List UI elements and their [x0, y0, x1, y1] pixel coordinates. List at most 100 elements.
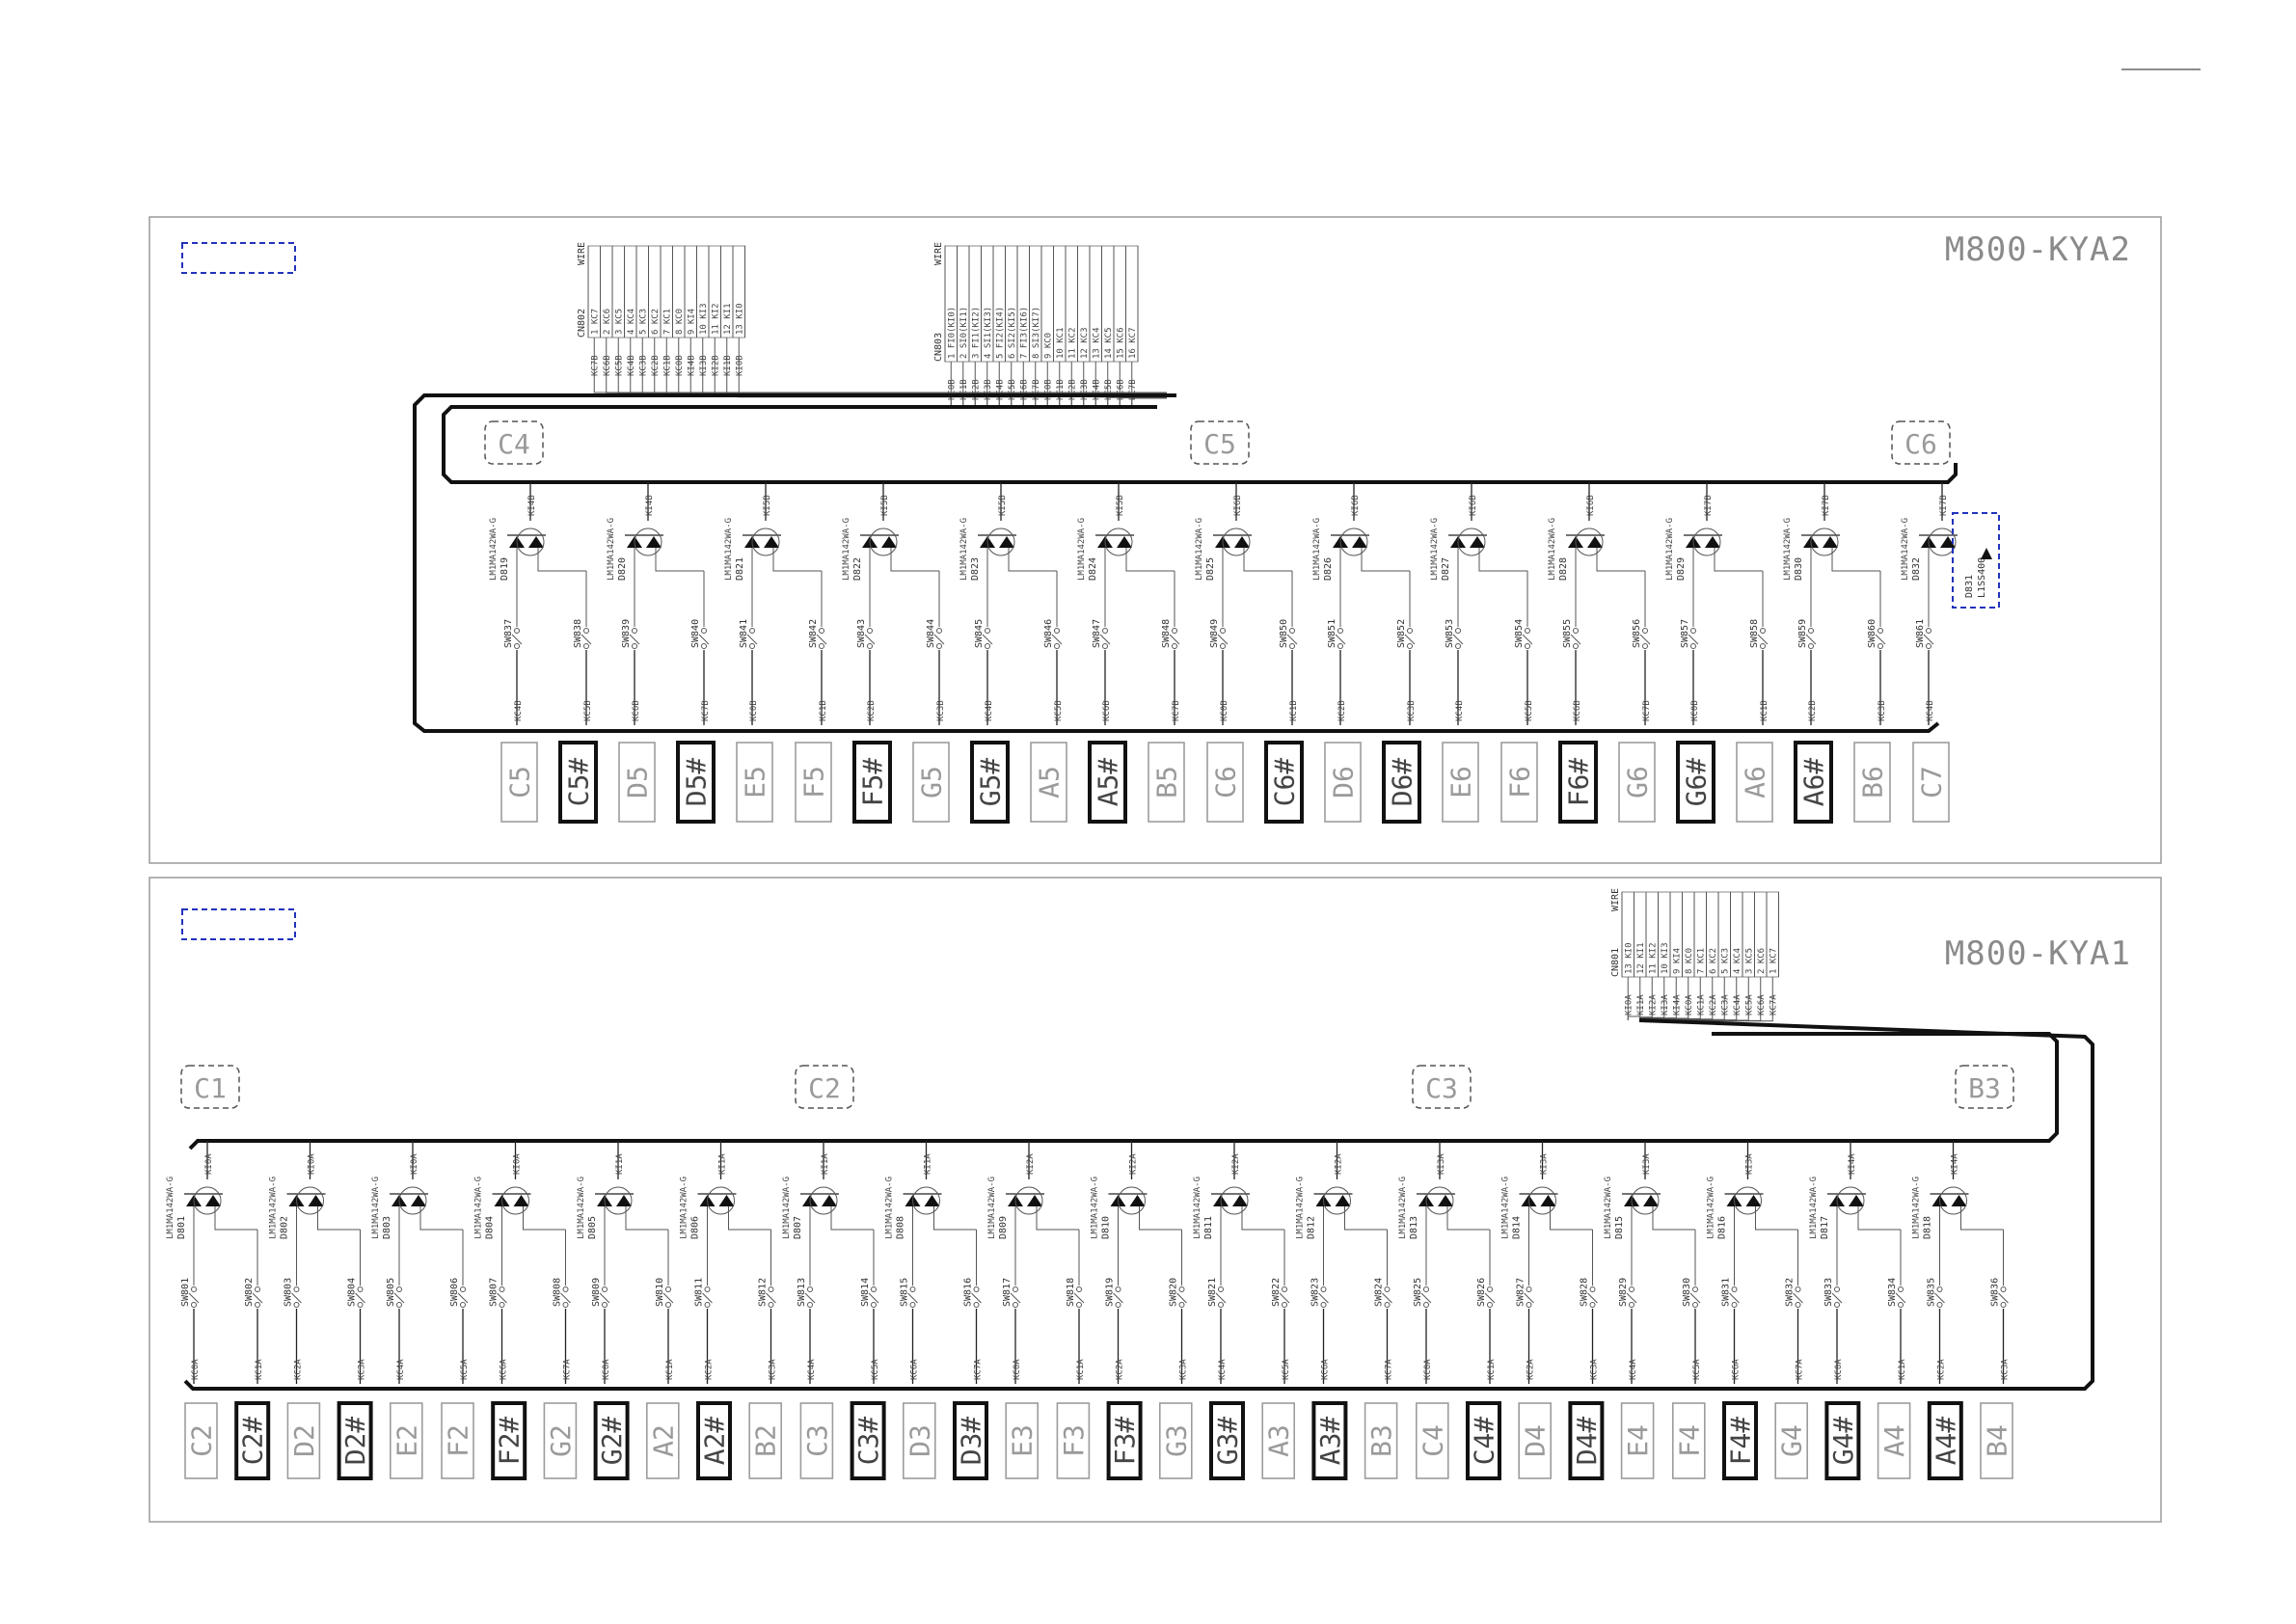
switch-contact — [357, 1286, 364, 1292]
switch-link — [1652, 1206, 1695, 1231]
diode-package — [1575, 528, 1604, 556]
switch-ref: SW805 — [386, 1278, 396, 1307]
diode-symbol — [513, 1195, 529, 1206]
diode-symbol — [1940, 536, 1956, 548]
diode-net-label: KI4A — [1848, 1153, 1857, 1175]
diode-package — [1528, 1186, 1556, 1215]
switch-ref: SW844 — [926, 619, 936, 648]
key-label: C3 — [801, 1424, 833, 1457]
connector-pin-label: 2 KC6 — [603, 309, 612, 335]
connector-pin-label: 9 KI4 — [687, 309, 696, 335]
switch-contact — [985, 643, 990, 649]
key-natural — [1500, 742, 1538, 823]
switch-contact — [768, 1302, 774, 1308]
connector-fanout — [1627, 1015, 1639, 1020]
bus-outline-kya2-outer — [413, 393, 1940, 733]
switch-blade — [971, 1292, 982, 1304]
diode-net-label: KI6B — [1233, 495, 1243, 516]
switch-contact — [1054, 628, 1060, 634]
connector-ref: CN801 — [1610, 948, 1621, 977]
diode-net-label: KI4A — [1951, 1153, 1960, 1175]
switch-contact — [704, 1286, 711, 1292]
switch-contact — [909, 1286, 916, 1292]
switch-blade — [1998, 1292, 2009, 1304]
board-title-kya2: M800-KYA2 — [1945, 230, 2131, 269]
switch-ref: SW804 — [347, 1278, 358, 1307]
net-label: KC3B — [1080, 379, 1090, 400]
key-natural — [1159, 1402, 1193, 1479]
switch-link — [1714, 548, 1763, 572]
key-label: D5 — [622, 766, 654, 798]
diode-package — [707, 1186, 735, 1215]
key-label: A2 — [647, 1424, 679, 1457]
octave-marker — [1412, 1065, 1472, 1109]
switch-contact — [1690, 643, 1696, 649]
diode-symbol — [924, 1195, 940, 1206]
board-title-kya1: M800-KYA1 — [1945, 934, 2131, 973]
switch-contact — [985, 628, 990, 634]
diode-part: LM1MA142WA-G — [577, 1177, 586, 1239]
diode-package — [296, 1186, 324, 1215]
column-net-label: KC3A — [769, 1359, 778, 1380]
column-net-label: KC2A — [1116, 1359, 1125, 1380]
switch-ref: SW806 — [449, 1278, 460, 1307]
net-label: KI0A — [1624, 994, 1634, 1015]
switch-contact — [1013, 1286, 1018, 1292]
key-label: G5 — [916, 766, 948, 798]
diode-symbol — [1540, 1195, 1556, 1206]
net-label: KC4B — [627, 355, 636, 376]
net-label: KI0B — [735, 355, 744, 376]
switch-blade — [933, 634, 945, 645]
switch-contact — [1178, 1286, 1185, 1292]
switch-ref: SW808 — [553, 1278, 563, 1307]
key-label: G3# — [1212, 1417, 1244, 1466]
layer-diodes: KI4BD819LM1MA142WA-GSW837KC4BSW838KC5BKI… — [166, 482, 2011, 1384]
column-net-label: KC4B — [985, 700, 994, 721]
switch-contact — [749, 628, 755, 634]
key-sharp — [1466, 1401, 1501, 1480]
diode-part: LM1MA142WA-G — [1501, 1177, 1511, 1239]
diode-ref: D824 — [1088, 557, 1098, 581]
switch-contact — [583, 628, 589, 634]
key-label: G2 — [545, 1424, 577, 1457]
net-label: KC5B — [614, 355, 624, 376]
diode-package — [869, 528, 898, 556]
switch-contact — [1102, 628, 1108, 634]
key-natural — [1877, 1402, 1911, 1479]
switch-ref: SW835 — [1927, 1278, 1937, 1307]
column-net-label: KC4A — [1218, 1359, 1228, 1380]
switch-contact — [749, 643, 755, 649]
key-natural — [799, 1402, 834, 1479]
column-net-label: KC4B — [514, 700, 524, 721]
switch-contact — [1898, 1286, 1904, 1292]
switch-contact — [1218, 1286, 1224, 1292]
key-sharp — [1676, 741, 1715, 824]
connector-pin-label: 3 FI1(KI2) — [971, 307, 981, 359]
diode-net-label: KI3A — [1437, 1153, 1446, 1175]
switch-contact — [1455, 643, 1461, 649]
diode-symbol — [646, 536, 662, 548]
diode-ref: D813 — [1409, 1216, 1419, 1239]
diode-ref: D812 — [1307, 1216, 1317, 1239]
diode-ref: D821 — [735, 557, 745, 581]
key-natural — [1005, 1402, 1039, 1479]
switch-link — [1036, 1206, 1079, 1231]
column-net-label: KC1B — [1289, 700, 1299, 721]
switch-contact — [1320, 1302, 1327, 1308]
diode-ref: D807 — [793, 1216, 803, 1239]
net-label: KI7B — [1032, 379, 1041, 400]
key-label: B5 — [1151, 766, 1183, 798]
net-label: KC2B — [651, 355, 661, 376]
key-label: F2# — [494, 1417, 526, 1466]
diode-symbol — [411, 1195, 426, 1206]
key-natural — [441, 1402, 474, 1479]
column-net-label: KC5B — [1054, 700, 1064, 721]
column-net-label: KC3B — [936, 700, 946, 721]
diode-ref: D820 — [617, 557, 628, 581]
connector-pin-label: 12 KI1 — [723, 303, 733, 335]
switch-blade — [560, 1292, 571, 1304]
diode-part: LM1MA142WA-G — [1430, 518, 1440, 581]
key-label: C6 — [1210, 766, 1242, 798]
column-net-label: KC1A — [1487, 1359, 1497, 1380]
diode-package — [1222, 528, 1251, 556]
